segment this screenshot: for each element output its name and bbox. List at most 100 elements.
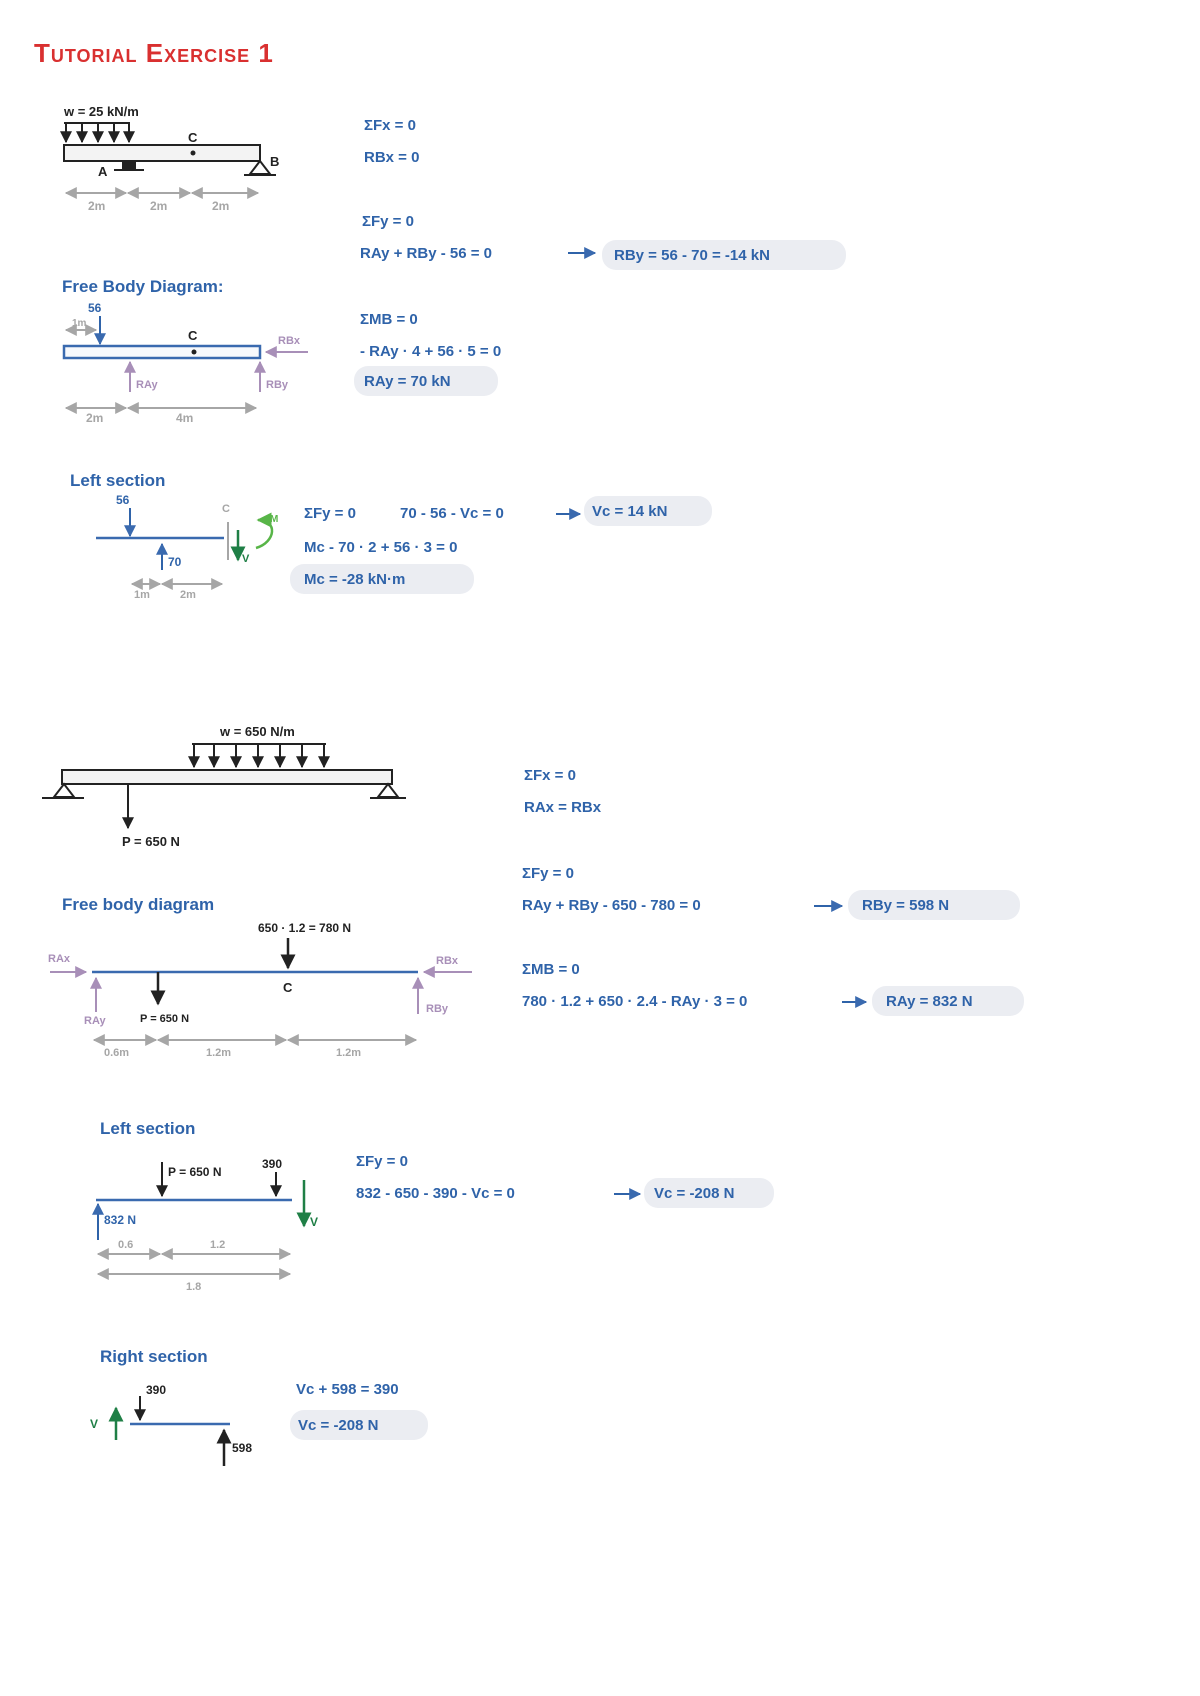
ex1-eq-fy-sum: RAy + RBy - 56 = 0 xyxy=(360,245,492,262)
ex2-fbd-ray: RAy xyxy=(84,1015,106,1027)
ex2-eq-moment: 780 · 1.2 + 650 · 2.4 - RAy · 3 = 0 xyxy=(522,993,747,1010)
ex1-left-eq-mc-result: Mc = -28 kN·m xyxy=(304,571,405,588)
ex1-result-rby-box xyxy=(602,240,846,270)
ex2-eq-sum-mb: ΣMB = 0 xyxy=(522,961,580,978)
ex2-fbd-rax: RAx xyxy=(48,953,71,965)
ex1-eq-rbx: RBx = 0 xyxy=(364,149,419,166)
ex1-left-v: V xyxy=(242,553,250,565)
ex1-left-dim-1: 1m xyxy=(134,589,150,601)
ex2-right-result-vc-box xyxy=(290,1410,428,1440)
ex2-left-eq-sum-fy: ΣFy = 0 xyxy=(356,1153,408,1170)
ex2-left-dim-2: 1.2 xyxy=(210,1239,225,1251)
ex1-label-b: B xyxy=(270,154,279,169)
ex2-left-dim-1: 0.6 xyxy=(118,1239,133,1251)
ex2-left-ray: 832 N xyxy=(104,1213,136,1227)
ex1-label-c: C xyxy=(188,130,198,145)
ex1-left-load: 56 xyxy=(116,493,130,507)
ex2-p-label: P = 650 N xyxy=(122,834,180,849)
ex1-left-c: C xyxy=(222,503,230,515)
ex2-left-p: P = 650 N xyxy=(168,1165,221,1179)
ex1-left-eq-sum-fy: ΣFy = 0 xyxy=(304,505,356,522)
ex1-moment-arrow xyxy=(255,512,274,550)
ex2-left-v: V xyxy=(310,1215,318,1229)
ex1-roller-support xyxy=(114,161,144,171)
ex1-fbd-dim-1: 2m xyxy=(86,411,103,425)
ex1-left-m: M xyxy=(270,514,278,525)
ex2-left-eq-vc-result: Vc = -208 N xyxy=(654,1185,734,1202)
ex1-eq-sum-fy: ΣFy = 0 xyxy=(362,213,414,230)
ex2-left-eq-fy: 832 - 650 - 390 - Vc = 0 xyxy=(356,1185,515,1202)
ex1-fbd-ray: RAy xyxy=(136,379,158,391)
ex2-result-ray-box xyxy=(872,986,1024,1016)
page-title: Tutorial Exercise 1 xyxy=(34,38,274,68)
ex1-fbd-dim-small: 1m xyxy=(72,318,87,329)
ex2-right-eq-vc-result: Vc = -208 N xyxy=(298,1417,378,1434)
ex1-left-dim-2: 2m xyxy=(180,589,196,601)
ex1-pin-support xyxy=(244,159,276,176)
ex2-fbd-label-c: C xyxy=(283,980,293,995)
ex1-fbd-dim-2: 4m xyxy=(176,411,193,425)
ex1-load-arrows xyxy=(60,123,135,144)
ex2-fbd-title: Free body diagram xyxy=(62,895,214,914)
ex2-result-rby-box xyxy=(848,890,1020,920)
ex2-eq-rby-result: RBy = 598 N xyxy=(862,897,949,914)
ex2-left-support xyxy=(42,782,84,799)
ex1-left-section: Left section 56 70 C V M 1m 2m ΣFy = 0 7… xyxy=(70,471,712,601)
ex2-right-support xyxy=(370,782,406,799)
ex2-fbd-p: P = 650 N xyxy=(140,1013,189,1025)
ex1-eq-ray-result: RAy = 70 kN xyxy=(364,373,451,390)
ex1-left-result-mc-box xyxy=(290,564,474,594)
ex2-left-dim-3: 1.8 xyxy=(186,1281,201,1293)
ex1-fbd-rby: RBy xyxy=(266,379,289,391)
ex2-eq-sum-fx: ΣFx = 0 xyxy=(524,767,576,784)
ex1-beam-diagram: w = 25 kN/m C A B 2m 2m 2m xyxy=(60,104,279,213)
ex2-fbd-dim-2: 1.2m xyxy=(206,1047,231,1059)
ex1-eq-sum-fx: ΣFx = 0 xyxy=(364,117,416,134)
ex2-right-section: Right section 390 V 598 Vc + 598 = 390 V… xyxy=(90,1347,428,1466)
ex2-right-eq-vc: Vc + 598 = 390 xyxy=(296,1381,399,1398)
ex2-eq-rax: RAx = RBx xyxy=(524,799,602,816)
ex2-fbd-dim-1: 0.6m xyxy=(104,1047,129,1059)
ex1-dim-1: 2m xyxy=(88,199,105,213)
ex1-load-label: w = 25 kN/m xyxy=(63,104,139,119)
ex1-eq-rby-result: RBy = 56 - 70 = -14 kN xyxy=(614,247,770,264)
ex2-left-result-vc-box xyxy=(644,1178,774,1208)
ex1-fbd-rbx: RBx xyxy=(278,335,301,347)
ex1-beam xyxy=(63,144,261,162)
ex2-fbd-dim-3: 1.2m xyxy=(336,1047,361,1059)
ex2-eq-fy-sum: RAy + RBy - 650 - 780 = 0 xyxy=(522,897,701,914)
ex2-right-title: Right section xyxy=(100,1347,208,1366)
ex2-right-v: V xyxy=(90,1417,98,1431)
ex1-label-a: A xyxy=(98,164,108,179)
ex2-left-w: 390 xyxy=(262,1157,282,1171)
ex2-load-arrows xyxy=(188,744,330,769)
ex1-fbd-title: Free Body Diagram: xyxy=(62,277,224,296)
ex2-right-w: 390 xyxy=(146,1383,166,1397)
ex1-result-ray-box xyxy=(354,366,498,396)
ex2-eq-ray-result: RAy = 832 N xyxy=(886,993,973,1010)
ex2-left-title: Left section xyxy=(100,1119,195,1138)
ex2-eq-sum-fy: ΣFy = 0 xyxy=(522,865,574,882)
ex1-eq-moment: - RAy · 4 + 56 · 5 = 0 xyxy=(360,343,501,360)
ex1-left-title: Left section xyxy=(70,471,165,490)
ex1-left-ray: 70 xyxy=(168,555,182,569)
ex1-fbd-load-label: 56 xyxy=(88,301,102,315)
ex1-free-body-diagram: Free Body Diagram: 56 1m C RBx RAy RBy 2… xyxy=(62,277,308,425)
ex2-fbd-rbx: RBx xyxy=(436,955,459,967)
ex1-dim-2: 2m xyxy=(150,199,167,213)
ex1-dim-3: 2m xyxy=(212,199,229,213)
ex2-equations: ΣFx = 0 RAx = RBx ΣFy = 0 RAy + RBy - 65… xyxy=(522,767,1024,1016)
ex1-fbd-label-c: C xyxy=(188,328,198,343)
ex1-left-eq-fy: 70 - 56 - Vc = 0 xyxy=(400,505,504,522)
ex1-fbd-beam xyxy=(62,344,262,360)
ex2-beam-diagram: w = 650 N/m P = 650 N xyxy=(42,724,406,849)
ex2-load-label: w = 650 N/m xyxy=(219,724,295,739)
ex2-fbd-load-label: 650 · 1.2 = 780 N xyxy=(258,921,351,935)
ex2-beam xyxy=(61,769,393,785)
ex1-left-result-vc-box xyxy=(584,496,712,526)
ex2-fbd-rby: RBy xyxy=(426,1003,449,1015)
ex2-free-body-diagram: Free body diagram 650 · 1.2 = 780 N C RA… xyxy=(48,895,472,1059)
ex1-left-eq-vc-result: Vc = 14 kN xyxy=(592,503,667,520)
ex2-right-rby: 598 xyxy=(232,1441,252,1455)
